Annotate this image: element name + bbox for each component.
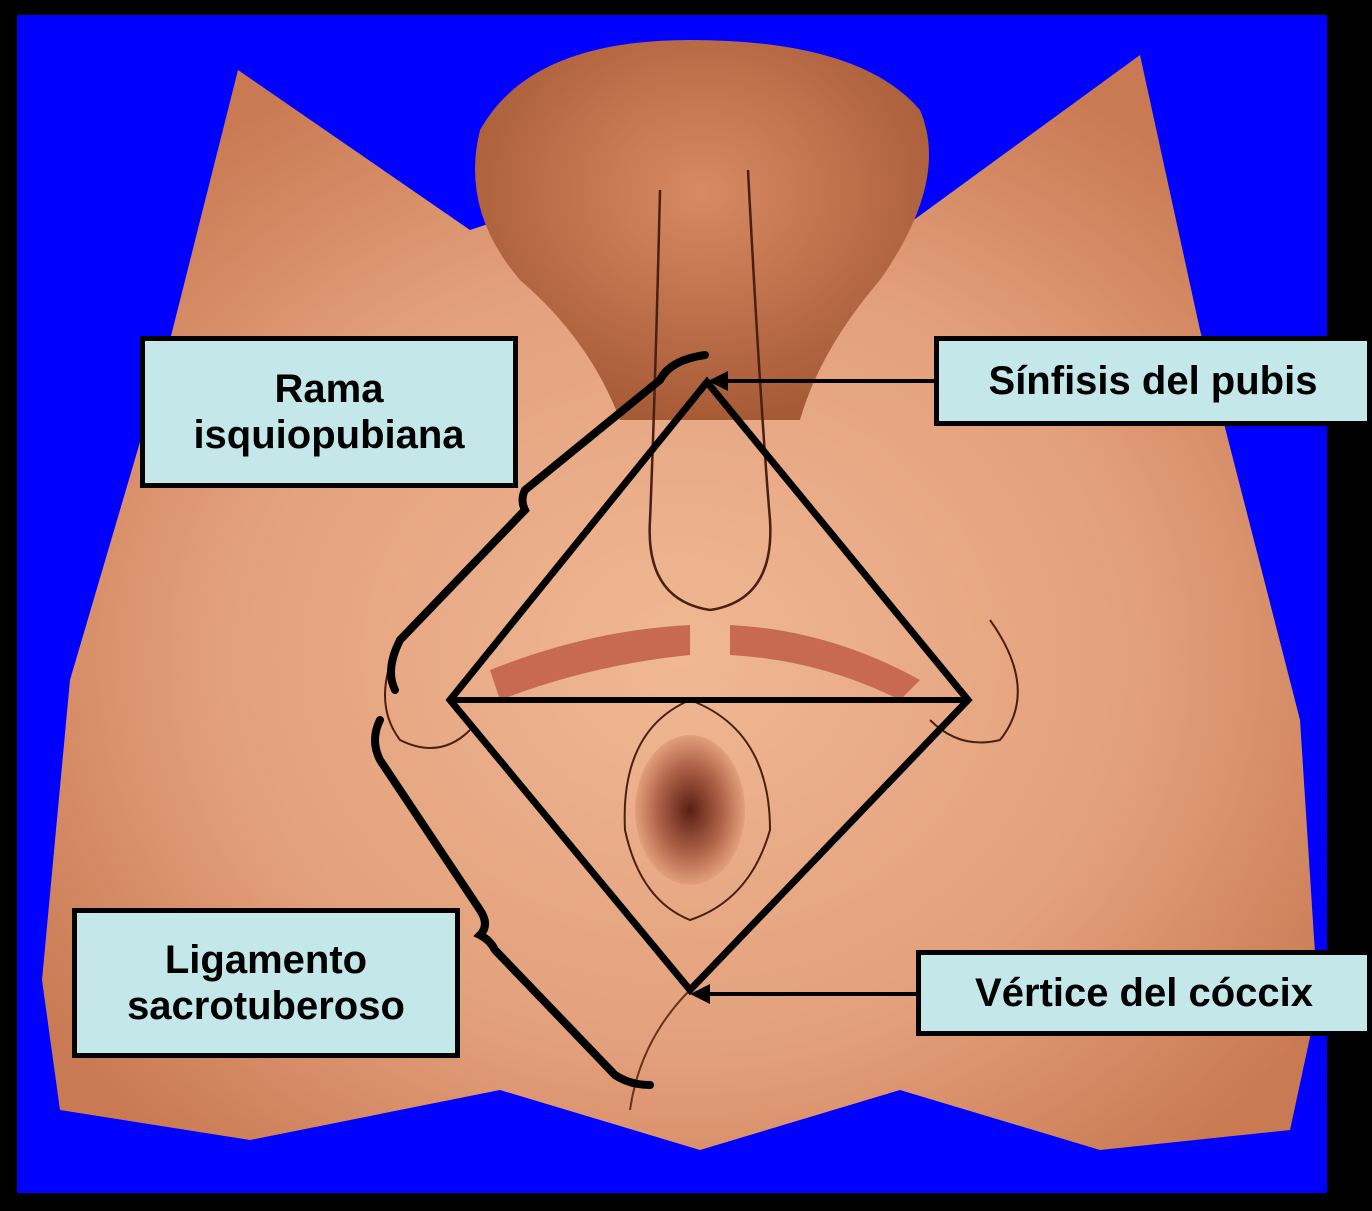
label-sinfisis-text: Sínfisis del pubis	[989, 358, 1318, 404]
label-vertice-del-coccix: Vértice del cóccix	[916, 950, 1372, 1036]
label-ligamento-sacrotuberoso: Ligamento sacrotuberoso	[72, 908, 460, 1058]
label-rama-line1: Rama	[275, 366, 384, 412]
label-sinfisis-del-pubis: Sínfisis del pubis	[934, 336, 1372, 426]
label-ligamento-line1: Ligamento	[165, 937, 367, 983]
label-rama-isquiopubiana: Rama isquiopubiana	[140, 336, 518, 488]
label-vertice-text: Vértice del cóccix	[975, 970, 1313, 1016]
anus	[635, 735, 745, 885]
label-ligamento-line2: sacrotuberoso	[127, 983, 405, 1029]
label-rama-line2: isquiopubiana	[193, 412, 464, 458]
